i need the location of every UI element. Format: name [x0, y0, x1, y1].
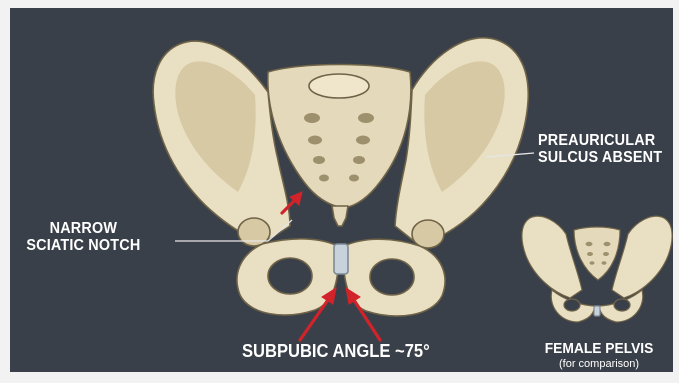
label-narrow-line1: NARROW: [26, 221, 140, 238]
pubic-symphysis: [334, 244, 348, 274]
label-preauricular-sulcus: PREAURICULAR SULCUS ABSENT: [538, 133, 662, 167]
label-female-title: FEMALE PELVIS: [545, 341, 654, 357]
label-preauricular-line1: PREAURICULAR: [538, 133, 662, 150]
label-narrow-line2: SCIATIC NOTCH: [26, 238, 140, 255]
label-preauricular-line2: SULCUS ABSENT: [538, 150, 662, 167]
right-obturator-foramen: [370, 259, 414, 295]
sacral-promontory: [309, 74, 369, 98]
left-obturator-foramen: [268, 258, 312, 294]
label-narrow-sciatic-notch: NARROW SCIATIC NOTCH: [26, 221, 140, 255]
left-acetabulum: [238, 218, 270, 246]
label-subpubic-angle: SUBPUBIC ANGLE ~75°: [242, 342, 430, 361]
female-right-obturator: [614, 299, 630, 311]
label-female-subtitle: (for comparison): [540, 359, 658, 371]
right-acetabulum: [412, 220, 444, 248]
label-female-pelvis: FEMALE PELVIS (for comparison): [540, 341, 658, 370]
female-pubic-symphysis: [594, 306, 600, 316]
female-left-obturator: [564, 299, 580, 311]
